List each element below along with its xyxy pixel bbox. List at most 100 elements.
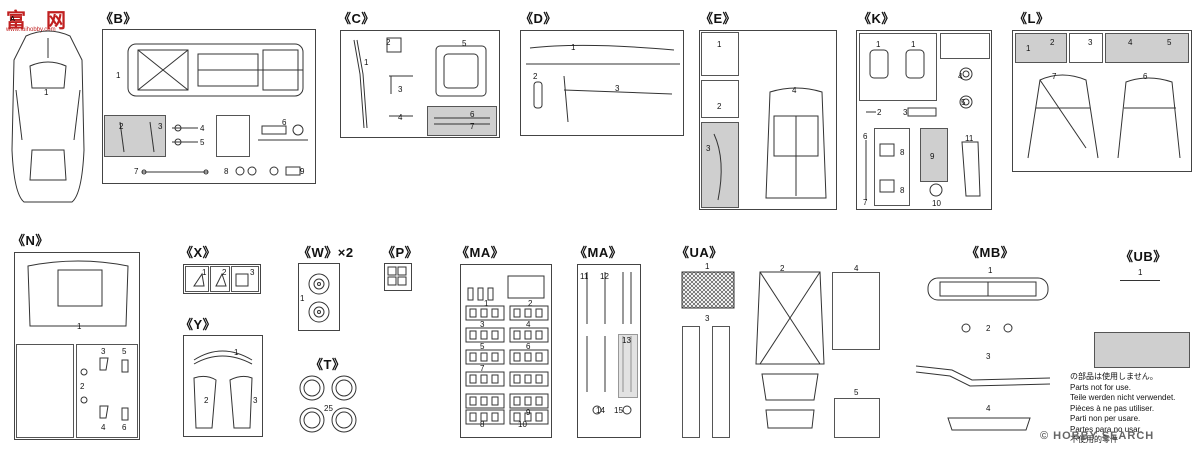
sprue-ma-2-gray-cell [618,334,638,398]
sprue-k-gray-cell [920,128,948,182]
exhaust-pipe-part [526,44,680,123]
part-number: 5 [200,138,205,147]
part-number: 6 [863,132,868,141]
ma-part-cell [465,327,505,343]
part-number: 2 [204,396,209,405]
note-line: Parti non per usare. [1070,414,1141,423]
arm-parts [258,124,308,141]
sprue-label-b: 《B》 [100,11,137,26]
watermark-logo-text: 网 [46,8,66,32]
shock-parts [172,124,198,146]
part-number: 3 [705,314,710,323]
n-small-parts [80,357,129,421]
part-number: 3 [158,122,163,131]
c-gray-parts [434,117,490,125]
c-small-parts [386,37,413,117]
sprue-label-mb: 《MB》 [966,245,1015,260]
ma-part-cell [465,349,505,365]
part-number: 4 [1128,38,1133,47]
rollcage-bar-part [353,39,368,129]
part-number: 2 [986,324,991,333]
part-number: 1 [234,348,239,357]
ua-window-part [755,271,825,429]
sprue-l-gray-cell-1 [1015,33,1067,63]
part-number: 3 [101,347,106,356]
sprue-label-w: 《W》×2 [298,245,354,260]
not-for-use-notes: の部品は使用しません。 Parts not for use. Teile wer… [1070,372,1198,446]
part-number: 9 [526,408,531,417]
part-number: 4 [792,86,797,95]
mb-circle-parts [961,323,1013,333]
mb-pipe-part [915,365,1051,387]
ma-part-cell [509,305,549,321]
part-number: 25 [324,404,333,413]
part-number: 1 [1026,44,1031,53]
part-number: 7 [1052,72,1057,81]
ma-small-part [535,330,543,340]
part-number: 6 [526,342,531,351]
ma-small-part [524,412,532,422]
part-number: 3 [480,320,485,329]
sprue-label-ma-2: 《MA》 [574,245,623,260]
ua-strip-1 [682,326,700,438]
note-line: Teile werden nicht verwendet. [1070,393,1176,402]
ua-panel-4 [832,272,880,350]
car-body-diagram [11,30,85,203]
rollcage-parts [1027,74,1181,159]
x-parts [193,272,249,287]
watermark-bottom-right: © HOBBY SEARCH [1040,430,1154,442]
seat-frame-part [435,45,487,97]
sprue-label-p: 《P》 [382,245,419,260]
part-number: 8 [480,420,485,429]
sprue-y-frame [183,335,263,437]
sprue-label-c: 《C》 [338,11,375,26]
part-number: 3 [398,85,403,94]
mb-frame-part [927,277,1049,301]
part-number: 7 [863,198,868,207]
part-number: 5 [480,342,485,351]
ma-small-part [469,352,477,362]
window-glass-part [27,260,129,327]
part-number: 3 [250,268,255,277]
note-line: Pièces à ne pas utiliser. [1070,403,1155,413]
part-number: 11 [965,134,974,143]
sprue-label-e: 《E》 [700,11,737,26]
interior-tub-part [765,87,827,199]
ma-small-part [524,308,532,318]
part-number: 14 [596,406,605,415]
watermark-url: www.fuihobby.com [6,27,56,33]
sprue-e-cell-2 [701,80,739,118]
note-line: 不使用的零件 [1070,435,1118,444]
sprue-k-cell-empty [940,33,990,59]
sprue-x-cell-1 [185,266,209,292]
part-number: 1 [116,71,121,80]
ma-small-part [491,330,499,340]
ma-small-part [469,374,477,384]
part-number: 7 [470,122,475,131]
part-number: 5 [854,388,859,397]
ua-panel-5 [834,398,880,438]
part-number: 12 [600,272,609,281]
part-number: 5 [462,39,467,48]
part-number: 9 [930,152,935,161]
part-number: 8 [900,148,905,157]
sprue-label-ua: 《UA》 [676,245,723,260]
k-round-parts [959,67,973,109]
part-number: 10 [518,420,527,429]
ma-small-part [480,412,488,422]
mesh-part [681,271,735,309]
sprue-l-cell [1069,33,1103,63]
sprue-label-n: 《N》 [12,233,49,248]
ma-small-part [513,396,521,406]
ma-small-part [524,352,532,362]
sprue-b-gray-cell [104,115,166,157]
ma-small-part [535,396,543,406]
part-number: 2 [80,382,85,391]
sprue-label-a: A [10,16,16,23]
sprue-k-cell-8 [874,128,910,206]
ma-small-part [480,352,488,362]
part-number: 2 [780,264,785,273]
p-parts [387,266,407,286]
ma-part-cell [465,393,505,409]
ma-small-part [491,374,499,384]
